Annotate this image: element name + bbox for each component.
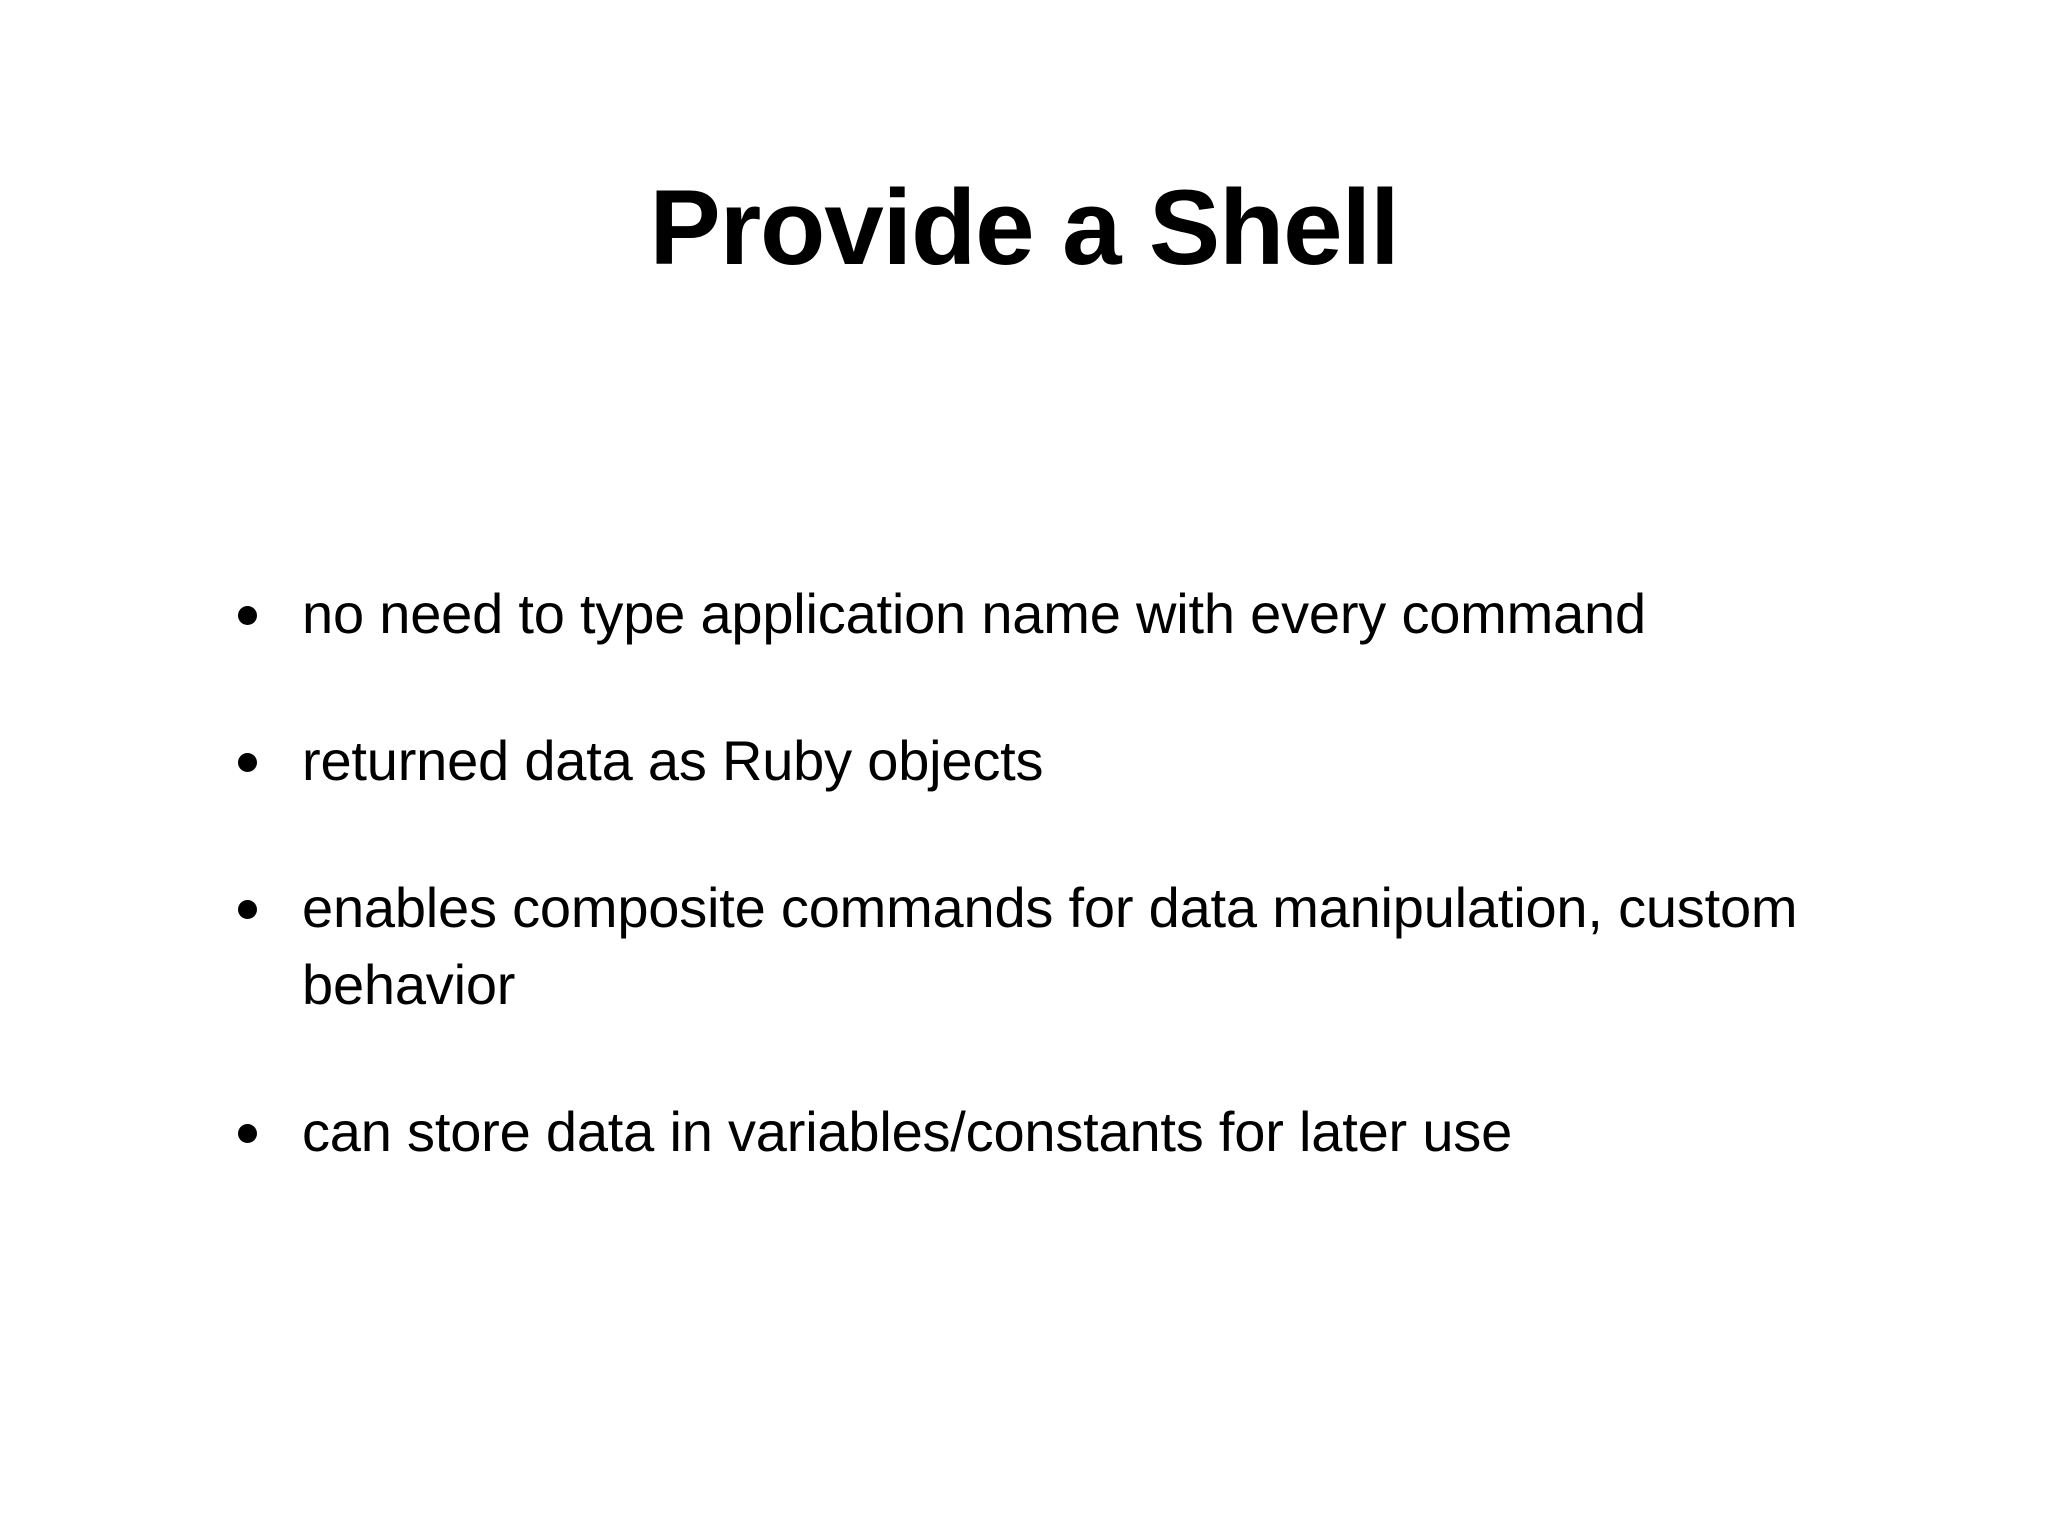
bullet-item: can store data in variables/constants fo… <box>232 1093 1892 1170</box>
bullet-dot-icon <box>238 900 257 919</box>
bullet-dot-icon <box>238 606 257 625</box>
bullet-item-label: can store data in variables/constants fo… <box>302 1100 1513 1163</box>
bullet-item-label: no need to type application name with ev… <box>302 582 1646 645</box>
bullet-dot-icon <box>238 753 257 772</box>
bullet-item-label: returned data as Ruby objects <box>302 729 1044 792</box>
bullet-list: no need to type application name with ev… <box>232 575 1892 1170</box>
slide-title: Provide a Shell <box>649 166 1399 287</box>
bullet-item: no need to type application name with ev… <box>232 575 1892 652</box>
bullet-item: enables composite commands for data mani… <box>232 869 1892 1023</box>
bullet-item: returned data as Ruby objects <box>232 722 1892 799</box>
bullet-dot-icon <box>238 1124 257 1143</box>
bullet-item-label: enables composite commands for data mani… <box>302 876 1798 1016</box>
